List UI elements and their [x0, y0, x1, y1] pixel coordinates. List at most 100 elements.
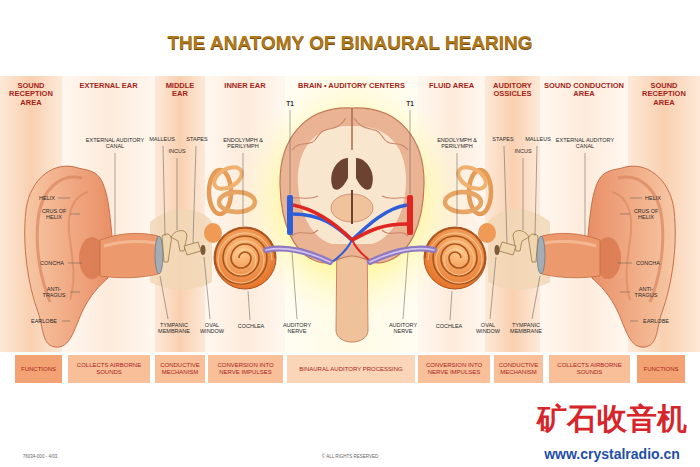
- function-text: FUNCTIONS: [18, 366, 59, 373]
- region-band: AUDITORY OSSICLES: [485, 76, 540, 352]
- tympanic-membrane: [155, 236, 163, 274]
- leader-line: [620, 214, 630, 215]
- part-label: STAPES: [184, 136, 210, 142]
- cochlea-spiral: [215, 228, 275, 284]
- leader-line: [620, 292, 630, 293]
- part-label: ANTI-TRAGUS: [41, 286, 67, 299]
- cochlea: [214, 227, 276, 289]
- part-label: HELIX: [36, 195, 58, 201]
- diagram-title: THE ANATOMY OF BINAURAL HEARING: [0, 33, 700, 54]
- region-heading: INNER EAR: [205, 76, 285, 90]
- part-label: EXTERNAL AUDITORY CANAL: [554, 137, 616, 150]
- leader-line: [292, 252, 297, 319]
- watermark: 矿石收音机: [532, 402, 692, 435]
- function-box: COLLECTS AIRBORNE SOUNDS: [68, 355, 150, 383]
- region-band: BRAIN • AUDITORY CENTERS: [285, 76, 418, 352]
- ear-canal: [100, 233, 158, 277]
- part-label: CRUS OF HELIX: [633, 208, 659, 221]
- ventricle: [356, 158, 373, 190]
- semicircular-canal: [211, 163, 246, 194]
- leader-line: [163, 146, 165, 236]
- part-label: HELIX: [642, 195, 664, 201]
- region-heading: EXTERNAL EAR: [62, 76, 155, 90]
- gyrus-line: [382, 230, 408, 236]
- leader-line: [450, 291, 452, 320]
- leader-line: [630, 198, 642, 199]
- part-label: EXTERNAL AUDITORY CANAL: [84, 137, 146, 150]
- part-label: ENDOLYMPH & PERILYMPH: [218, 137, 268, 150]
- function-box: BINAURAL AUDITORY PROCESSING: [287, 355, 415, 383]
- function-box: FUNCTIONS: [15, 355, 62, 383]
- malleus: [162, 234, 171, 262]
- temporal-cortex-red: [407, 195, 413, 235]
- part-label: TYMPANIC MEMBRANE: [154, 322, 194, 335]
- part-label: INCUS: [165, 148, 189, 154]
- leader-line: [193, 146, 196, 243]
- leader-line: [177, 158, 178, 230]
- region-heading: BRAIN • AUDITORY CENTERS: [285, 76, 418, 90]
- gyrus-line: [292, 230, 318, 236]
- function-box: FUNCTIONS: [637, 355, 685, 383]
- region-band: FLUID AREA: [418, 76, 485, 352]
- leader-line: [523, 158, 524, 230]
- function-text: CONDUCTIVE MECHANISM: [494, 362, 543, 376]
- region-band: EXTERNAL EAR: [62, 76, 155, 352]
- leader-line: [248, 291, 250, 320]
- brain-outline: [280, 108, 424, 263]
- watermark-url: www.crystalradio.cn: [527, 447, 697, 462]
- part-label: EARLOBE: [641, 318, 671, 324]
- leader-line: [504, 146, 507, 243]
- auditory-pathway-blue: [293, 205, 407, 240]
- midline-fissure: [351, 108, 353, 150]
- region-band: INNER EAR: [205, 76, 285, 352]
- part-label: OVAL WINDOW: [197, 322, 227, 335]
- leader-line: [290, 110, 291, 194]
- region-code: T1: [283, 100, 297, 107]
- part-label: MALLEUS: [147, 136, 177, 142]
- temporal-cortex-blue: [287, 195, 293, 235]
- part-label: AUDITORY NERVE: [386, 322, 420, 335]
- pinna: [25, 166, 112, 347]
- function-box: CONVERSION INTO NERVE IMPULSES: [418, 355, 490, 383]
- leader-line: [68, 263, 82, 264]
- function-text: CONDUCTIVE MECHANISM: [155, 362, 205, 376]
- footer-note: 76034-000 - 4/03: [10, 455, 70, 460]
- part-label: CRUS OF HELIX: [41, 208, 67, 221]
- function-box: CONDUCTIVE MECHANISM: [494, 355, 543, 383]
- ear-illustration: [25, 163, 330, 347]
- leader-line: [70, 292, 80, 293]
- leader-line: [630, 321, 638, 322]
- leader-line: [204, 257, 210, 319]
- auditory-nerve-fibre: [266, 249, 330, 263]
- footer-note: © ALL RIGHTS RESERVED: [310, 455, 390, 460]
- region-band: SOUND CONDUCTION AREA: [540, 76, 628, 352]
- part-label: OVAL WINDOW: [473, 322, 503, 335]
- gyrus-line: [292, 118, 346, 150]
- region-band: MIDDLE EAR: [155, 76, 205, 352]
- ear-illustration-mirrored: [370, 163, 675, 347]
- cochlea-spiral-light: [218, 233, 272, 283]
- region-code: T1: [403, 100, 417, 107]
- part-label: CONCHA: [633, 260, 663, 266]
- oval-window: [201, 245, 206, 255]
- part-label: TYMPANIC MEMBRANE: [506, 322, 546, 335]
- auditory-pathway-red: [293, 205, 407, 240]
- part-label: MALLEUS: [523, 136, 553, 142]
- part-label: AUDITORY NERVE: [280, 322, 314, 335]
- part-label: COCHLEA: [236, 323, 266, 329]
- leader-line: [618, 263, 632, 264]
- region-heading: SOUND CONDUCTION AREA: [540, 76, 628, 99]
- function-box: CONVERSION INTO NERVE IMPULSES: [208, 355, 283, 383]
- function-text: COLLECTS AIRBORNE SOUNDS: [549, 362, 630, 376]
- function-box: CONDUCTIVE MECHANISM: [155, 355, 205, 383]
- leader-line: [58, 198, 70, 199]
- middle-ear-cavity: [150, 209, 212, 289]
- part-label: COCHLEA: [434, 323, 464, 329]
- auditory-pathway-red: [352, 240, 372, 262]
- leader-line: [70, 214, 80, 215]
- region-heading: SOUND RECEPTION AREA: [0, 76, 62, 107]
